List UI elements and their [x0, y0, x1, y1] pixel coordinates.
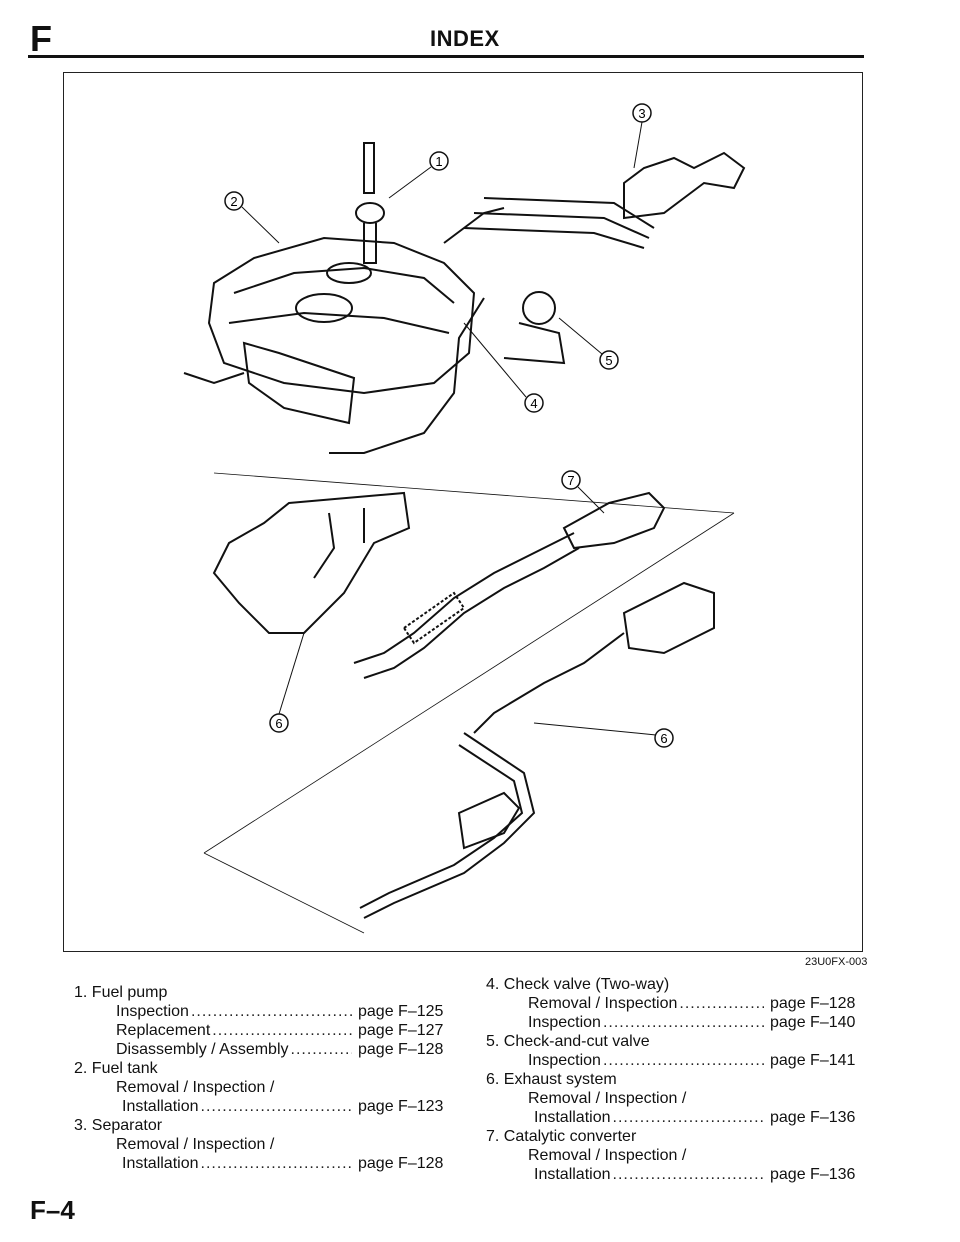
index-subitem: Removal / Inspection /: [528, 1147, 687, 1164]
index-subitem: Removal / Inspection /: [116, 1079, 275, 1096]
middle-pipe-drawing: [473, 632, 625, 734]
index-entry: Inspectionpage F–140: [486, 1013, 866, 1032]
index-entry: Disassembly / Assemblypage F–128: [74, 1040, 454, 1059]
catalytic-converter-drawing: [562, 491, 666, 550]
index-item: 1. Fuel pump: [74, 984, 168, 1001]
index-subitem: Removal / Inspection /: [116, 1136, 275, 1153]
header-rule: [28, 55, 864, 58]
section-letter: F: [30, 18, 52, 59]
fuel-pump-drawing: [363, 142, 375, 194]
svg-text:5: 5: [605, 353, 612, 368]
callout-6-right: 6: [533, 722, 674, 748]
pre-silencer-drawing: [457, 791, 521, 850]
front-pipe-drawing: [353, 532, 575, 664]
index-entry: Installationpage F–136: [486, 1165, 866, 1184]
main-silencer-drawing: [622, 581, 715, 655]
index-item: 3. Separator: [74, 1117, 163, 1134]
callout-6-left: 6: [269, 632, 305, 733]
index-entry: Replacementpage F–127: [74, 1021, 454, 1040]
callout-markers: 1 2 3 4 5 6 6 7: [224, 103, 674, 748]
svg-text:4: 4: [530, 396, 537, 411]
index-list-left: 1. Fuel pump Inspectionpage F–125 Replac…: [74, 983, 454, 1173]
index-entry: Installationpage F–128: [74, 1154, 454, 1173]
index-entry: Installationpage F–123: [74, 1097, 454, 1116]
heat-shield-drawing: [242, 341, 356, 425]
callout-4: 4: [463, 322, 544, 413]
figure-code: 23U0FX-003: [805, 956, 868, 968]
fuel-tank-drawing: [207, 236, 476, 395]
callout-1: 1: [388, 151, 449, 199]
index-item: 4. Check valve (Two-way): [486, 976, 670, 993]
page-number: F–4: [30, 1195, 75, 1225]
index-item: 5. Check-and-cut valve: [486, 1033, 650, 1050]
svg-text:2: 2: [230, 194, 237, 209]
page-title: INDEX: [430, 26, 500, 51]
exhaust-manifold-drawing: [212, 491, 411, 634]
callout-2: 2: [224, 191, 280, 244]
index-item: 7. Catalytic converter: [486, 1128, 637, 1145]
svg-text:7: 7: [567, 473, 574, 488]
callout-5: 5: [558, 317, 619, 370]
svg-text:6: 6: [660, 731, 667, 746]
index-entry: Inspectionpage F–141: [486, 1051, 866, 1070]
svg-text:3: 3: [638, 106, 645, 121]
check-valve-drawing: [522, 291, 556, 325]
svg-text:1: 1: [435, 154, 442, 169]
index-entry: Inspectionpage F–125: [74, 1002, 454, 1021]
index-entry: Installationpage F–136: [486, 1108, 866, 1127]
index-item: 6. Exhaust system: [486, 1071, 617, 1088]
callout-3: 3: [632, 103, 652, 169]
exploded-view-figure: 1 2 3 4 5 6 6 7: [63, 72, 863, 952]
svg-text:6: 6: [275, 716, 282, 731]
index-list-right: 4. Check valve (Two-way) Removal / Inspe…: [486, 975, 866, 1184]
index-entry: Removal / Inspectionpage F–128: [486, 994, 866, 1013]
fuel-exhaust-illustration: 1 2 3 4 5 6 6 7: [183, 103, 746, 934]
index-subitem: Removal / Inspection /: [528, 1090, 687, 1107]
separator-drawing: [623, 151, 746, 220]
callout-7: 7: [561, 470, 605, 514]
index-item: 2. Fuel tank: [74, 1060, 158, 1077]
